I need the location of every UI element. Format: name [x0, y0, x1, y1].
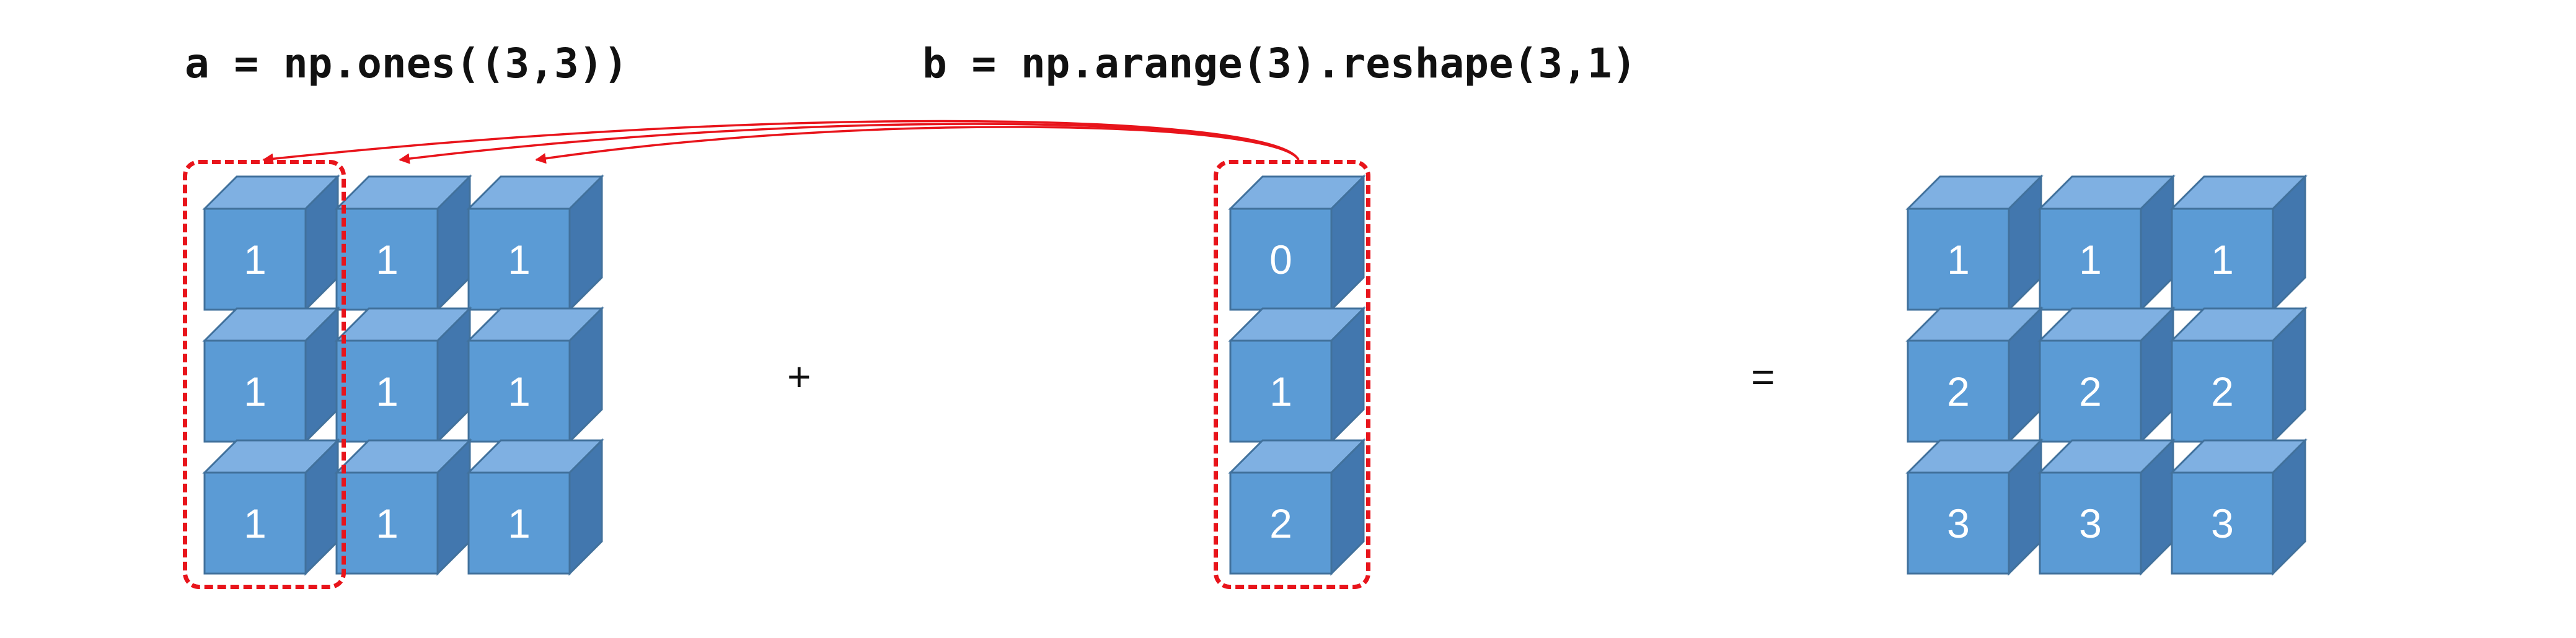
result-cube-value: 2: [2079, 368, 2102, 414]
result-cube-r1c1: 1: [1905, 174, 2044, 312]
result-cube-value: 3: [1947, 500, 1970, 546]
code-b-label: b = np.arange(3).reshape(3,1): [922, 40, 1637, 87]
result-cube-r2c2: 2: [2037, 306, 2176, 444]
highlight-box-b: [1214, 160, 1370, 589]
matrix-a-cube-value: 1: [376, 236, 399, 282]
result-cube-value: 3: [2079, 500, 2102, 546]
matrix-b-cube-value: 2: [1269, 500, 1292, 546]
matrix-a-cube-value: 1: [244, 500, 267, 546]
matrix-a-cube-value: 1: [376, 500, 399, 546]
matrix-a-cube-r2c2: 1: [334, 306, 473, 444]
matrix-b-cube-r3c1: 2: [1228, 438, 1367, 576]
matrix-a-cube-value: 1: [244, 236, 267, 282]
matrix-a-cube-r3c2: 1: [334, 438, 473, 576]
result-cube-value: 1: [1947, 236, 1970, 282]
matrix-b-cube-value: 1: [1269, 368, 1292, 414]
matrix-a-cube-r1c2: 1: [334, 174, 473, 312]
result-cube-value: 1: [2079, 236, 2102, 282]
matrix-a-cube-value: 1: [508, 500, 531, 546]
matrix-a-cube-value: 1: [508, 368, 531, 414]
result-cube-r2c3: 2: [2169, 306, 2308, 444]
result-cube-value: 1: [2211, 236, 2234, 282]
matrix-b-cube-r2c1: 1: [1228, 306, 1367, 444]
matrix-a-cube-value: 1: [244, 368, 267, 414]
matrix-a-cube-r2c3: 1: [466, 306, 605, 444]
matrix-b-cube-value: 0: [1269, 236, 1292, 282]
code-a-label: a = np.ones((3,3)): [185, 40, 629, 87]
result-cube-r1c2: 1: [2037, 174, 2176, 312]
arrow-to-column-1: [262, 120, 1300, 165]
plus-operator: +: [787, 354, 811, 400]
result-cube-r3c1: 3: [1905, 438, 2044, 576]
matrix-a-cube-r3c1: 1: [202, 438, 341, 576]
result-cube-r1c3: 1: [2169, 174, 2308, 312]
arrow-to-column-3: [535, 126, 1300, 164]
matrix-a-cube-r3c3: 1: [466, 438, 605, 576]
result-cube-r2c1: 2: [1905, 306, 2044, 444]
result-cube-value: 3: [2211, 500, 2234, 546]
matrix-a-cube-r1c3: 1: [466, 174, 605, 312]
matrix-a-cube-value: 1: [376, 368, 399, 414]
result-cube-value: 2: [1947, 368, 1970, 414]
matrix-a-cube-value: 1: [508, 236, 531, 282]
arrow-to-column-2: [399, 123, 1300, 164]
matrix-a-cube-r2c1: 1: [202, 306, 341, 444]
result-cube-value: 2: [2211, 368, 2234, 414]
result-cube-r3c3: 3: [2169, 438, 2308, 576]
result-cube-r3c2: 3: [2037, 438, 2176, 576]
equals-operator: =: [1751, 354, 1775, 400]
matrix-b-cube-r1c1: 0: [1228, 174, 1367, 312]
